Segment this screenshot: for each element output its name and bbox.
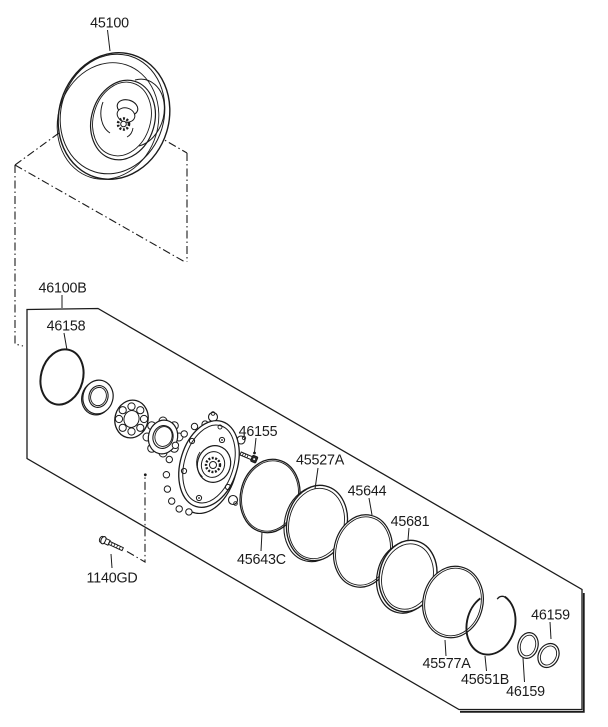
callout-pump-bolt: 46155 [239, 424, 278, 455]
label-45651B: 45651B [461, 672, 509, 688]
callout-46159-upper: 46159 [531, 608, 570, 640]
label-45577A: 45577A [422, 656, 471, 672]
callout-46159-lower: 46159 [506, 657, 545, 700]
callout-gasket-45643c: 45643C [237, 531, 286, 568]
projection-lines [15, 127, 187, 346]
label-45100: 45100 [90, 16, 129, 32]
label-45527A: 45527A [296, 453, 345, 469]
callout-converter-bolt: 1140GD [87, 553, 138, 587]
callout-seal-ring-45527a: 45527A [296, 453, 345, 490]
o-ring-46158 [34, 345, 89, 410]
torque-converter-drawing [43, 39, 186, 194]
seal-ring-45527a [277, 479, 355, 568]
callouts: 45100 46100B 46158 46155 45527A 45643C 4… [38, 16, 570, 701]
callout-oil-pump-assembly: 46100B [38, 281, 87, 308]
pump-bolt-46155 [239, 450, 258, 463]
label-46100B: 46100B [38, 281, 86, 297]
callout-snap-ring-45651b: 45651B [461, 655, 509, 688]
label-46155: 46155 [239, 424, 278, 440]
oil-pump-body [163, 412, 249, 515]
seal-ring-46159-lower [534, 640, 563, 671]
assembly-boundary [27, 309, 584, 712]
seal-ring-46159-upper [515, 630, 541, 660]
callout-o-ring: 46158 [47, 319, 86, 351]
label-46158: 46158 [47, 319, 86, 335]
callout-seal-ring-45577a: 45577A [422, 639, 471, 672]
callout-torque-converter: 45100 [90, 16, 129, 52]
converter-bolt-1140gd [98, 473, 147, 562]
label-46159-lower: 46159 [506, 684, 545, 700]
callout-seal-ring-45681: 45681 [391, 514, 430, 541]
pump-inner-rotor [111, 396, 153, 441]
pump-outer-rotor [143, 417, 183, 457]
callout-seal-ring-45644: 45644 [348, 484, 387, 516]
label-45644: 45644 [348, 484, 387, 500]
snap-ring-45651b [466, 596, 515, 654]
label-45643C: 45643C [237, 552, 286, 568]
label-46159-upper: 46159 [531, 608, 570, 624]
washer-seal [78, 377, 117, 419]
label-45681: 45681 [391, 514, 430, 530]
label-1140GD: 1140GD [87, 571, 138, 587]
